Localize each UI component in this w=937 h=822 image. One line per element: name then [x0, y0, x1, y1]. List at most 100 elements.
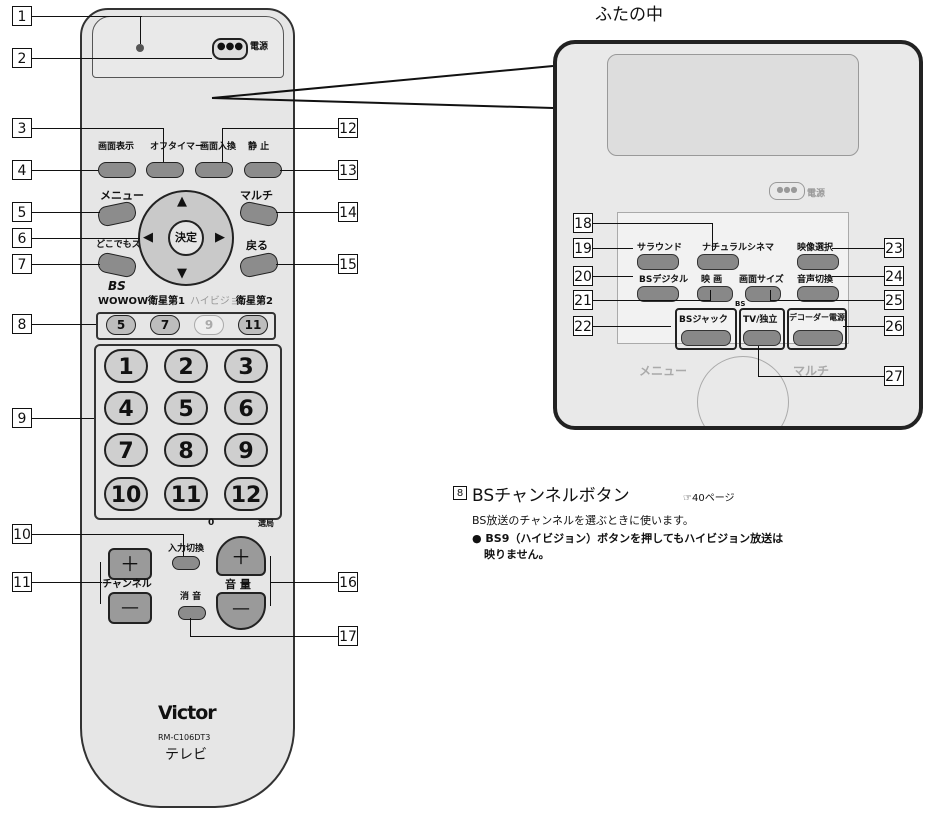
bs-digital-button[interactable]: [637, 286, 679, 302]
natural-cinema-button[interactable]: [697, 254, 739, 270]
leader-line: [593, 276, 633, 277]
audio-switch-label: 音声切換: [797, 275, 834, 285]
bs-5-button[interactable]: 5: [106, 315, 136, 335]
movie-label: 映 画: [701, 275, 723, 285]
callout-20: 20: [573, 266, 593, 286]
num-5-button[interactable]: 5: [164, 391, 208, 425]
still-label: 静 止: [248, 142, 270, 152]
leader-line: [270, 582, 338, 583]
decoder-power-button[interactable]: [793, 330, 843, 346]
bs-9-button[interactable]: 9: [194, 315, 224, 335]
leader-line: [770, 290, 771, 300]
leader-line: [32, 238, 140, 239]
bs-jack-button[interactable]: [681, 330, 731, 346]
callout-23: 23: [884, 238, 904, 258]
inset-power-label: 電源: [807, 189, 826, 199]
screen-size-button[interactable]: [745, 286, 781, 302]
leader-line: [593, 248, 633, 249]
tv-independent-group: [739, 308, 785, 350]
model-number: RM-C106DT3: [158, 733, 211, 742]
leader-line: [593, 223, 713, 224]
surround-button[interactable]: [637, 254, 679, 270]
bs-jack-label: BSジャック: [679, 315, 728, 325]
callout-10: 10: [12, 524, 32, 544]
num-4-button[interactable]: 4: [104, 391, 148, 425]
video-select-label: 映像選択: [797, 243, 834, 253]
desc-note-line-2: 映りません。: [484, 548, 550, 561]
num-8-button[interactable]: 8: [164, 433, 208, 467]
bs-7-button[interactable]: 7: [150, 315, 180, 335]
back-label: 戻る: [246, 239, 268, 252]
leader-line: [32, 212, 100, 213]
dpad-left-arrow-icon[interactable]: ◀: [143, 230, 153, 245]
inset-lid-top: [607, 54, 859, 156]
num-7-button[interactable]: 7: [104, 433, 148, 467]
num-3-button[interactable]: 3: [224, 349, 268, 383]
num-1-button[interactable]: 1: [104, 349, 148, 383]
leader-line: [270, 556, 271, 606]
channel-up-button[interactable]: ＋: [108, 548, 152, 580]
mute-button[interactable]: [178, 606, 206, 620]
zero-label: 0: [208, 518, 215, 528]
movie-button[interactable]: [697, 286, 733, 302]
input-switch-label: 入力切換: [168, 544, 205, 554]
screen-display-button[interactable]: [98, 162, 136, 178]
off-timer-button[interactable]: [146, 162, 184, 178]
tv-independent-label: TV/独立: [743, 315, 778, 325]
leader-line: [276, 264, 338, 265]
volume-label: 音 量: [225, 578, 251, 591]
leader-line: [32, 582, 102, 583]
leader-line: [32, 16, 142, 17]
screen-input-label: 画面入換: [200, 142, 237, 152]
input-switch-button[interactable]: [172, 556, 200, 570]
leader-line: [183, 534, 184, 556]
multi-ghost-label: マルチ: [793, 364, 830, 378]
num-12-button[interactable]: 12: [224, 477, 268, 511]
num-11-button[interactable]: 11: [164, 477, 208, 511]
power-button[interactable]: ●●●: [212, 38, 248, 60]
num-2-button[interactable]: 2: [164, 349, 208, 383]
leader-line: [758, 346, 759, 376]
dpad-right-arrow-icon[interactable]: ▶: [215, 230, 225, 245]
leader-line: [758, 376, 884, 377]
num-9-button[interactable]: 9: [224, 433, 268, 467]
leader-line: [593, 300, 711, 301]
num-10-button[interactable]: 10: [104, 477, 148, 511]
channel-down-button[interactable]: —: [108, 592, 152, 624]
callout-4: 4: [12, 160, 32, 180]
bs-jack-group: [675, 308, 737, 350]
num-6-button[interactable]: 6: [224, 391, 268, 425]
dpad-up-arrow-icon[interactable]: ▲: [177, 194, 187, 209]
callout-15: 15: [338, 254, 358, 274]
screen-input-button[interactable]: [195, 162, 233, 178]
dpad-down-arrow-icon[interactable]: ▼: [177, 266, 187, 281]
leader-line: [32, 128, 164, 129]
leader-line: [32, 324, 96, 325]
desc-note-line-1: ● BS9（ハイビジョン）ボタンを押してもハイビジョン放送は: [472, 532, 784, 545]
audio-switch-button[interactable]: [797, 286, 839, 302]
volume-up-button[interactable]: ＋: [216, 536, 266, 576]
leader-line: [100, 562, 101, 604]
callout-17: 17: [338, 626, 358, 646]
enter-button[interactable]: 決定: [168, 220, 204, 256]
leader-line: [32, 418, 94, 419]
leader-line: [280, 170, 338, 171]
callout-22: 22: [573, 316, 593, 336]
tv-independent-button[interactable]: [743, 330, 781, 346]
callout-19: 19: [573, 238, 593, 258]
power-label: 電源: [250, 42, 269, 52]
inset-power-button[interactable]: ●●●: [769, 182, 805, 200]
leader-line: [843, 326, 884, 327]
leader-line: [712, 223, 713, 251]
callout-24: 24: [884, 266, 904, 286]
callout-25: 25: [884, 290, 904, 310]
desc-title: BSチャンネルボタン: [472, 486, 630, 506]
bs-logo: BS: [108, 279, 126, 293]
bs-small-label: BS: [735, 300, 746, 308]
inset-inner-panel: [617, 212, 849, 344]
product-label: テレビ: [165, 747, 207, 763]
bs-11-button[interactable]: 11: [238, 315, 268, 335]
video-select-button[interactable]: [797, 254, 839, 270]
callout-11: 11: [12, 572, 32, 592]
indicator-led: [136, 44, 144, 52]
